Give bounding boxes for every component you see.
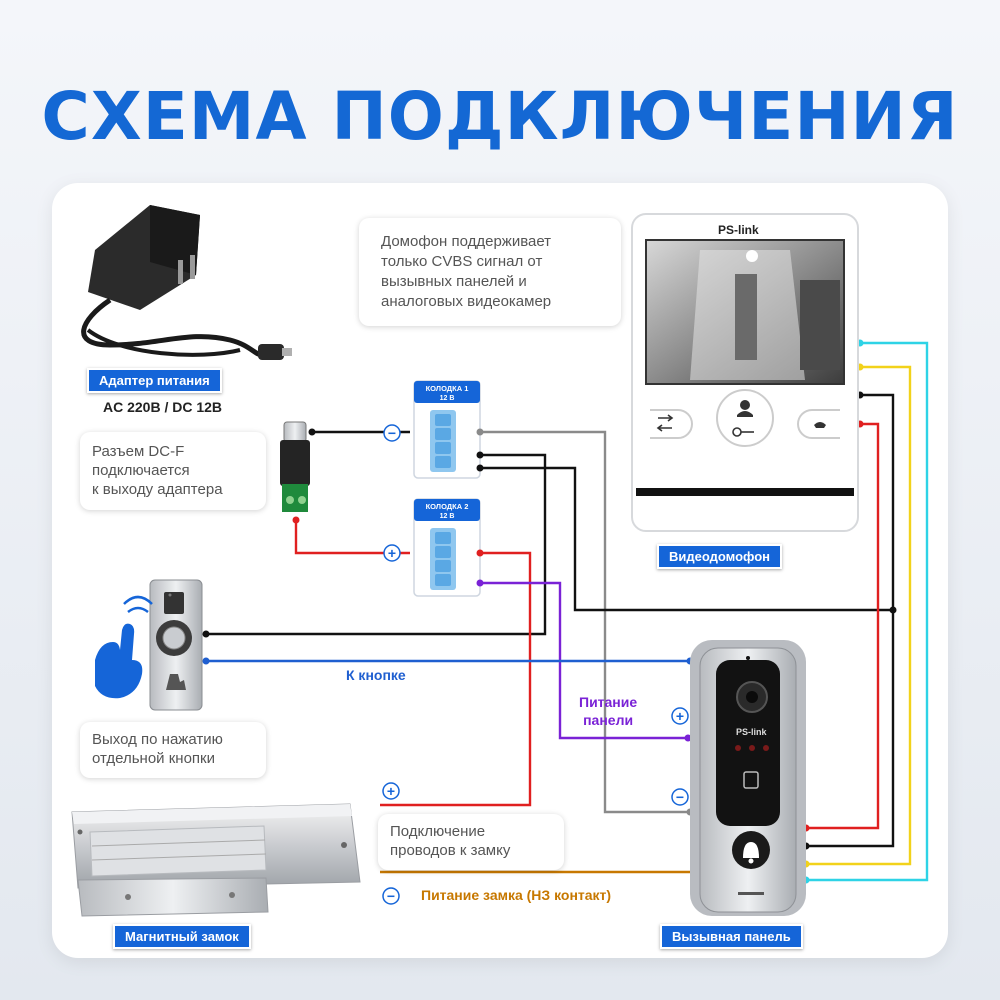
minus-marker-lock xyxy=(382,887,400,905)
cvbs-note: Домофон поддерживает только CVBS сигнал … xyxy=(359,218,621,326)
rfid-icon xyxy=(743,771,759,789)
panel-label: Вызывная панель xyxy=(660,924,803,949)
to-button-label: К кнопке xyxy=(346,667,406,683)
plus-symbol: + xyxy=(388,545,396,561)
exit-button-note: Выход по нажатию отдельной кнопки xyxy=(80,722,266,778)
plus-marker-lock xyxy=(382,782,400,800)
dc-f-note: Разъем DC-F подключается к выходу адапте… xyxy=(80,432,266,510)
wire-monitor-yellow xyxy=(806,365,912,866)
dc-f-note-line-2: подключается xyxy=(92,462,190,479)
minus-marker-terminal-1 xyxy=(383,424,401,442)
swap-icon xyxy=(656,414,674,432)
lock-power-label: Питание замка (НЗ контакт) xyxy=(421,887,612,903)
panel-power-line-1: Питание xyxy=(579,694,638,710)
dc-f-note-line-3: к выходу адаптера xyxy=(92,481,223,498)
plus-marker-panel xyxy=(671,707,689,725)
terminal-1-title: КОЛОДКА 1 xyxy=(426,384,469,393)
cvbs-note-line-3: вызывных панелей и xyxy=(381,273,527,290)
monitor-brand-logo: PS-link xyxy=(718,223,759,237)
plus-symbol: + xyxy=(676,708,684,724)
plus-symbol: + xyxy=(387,783,395,799)
terminal-block-1 xyxy=(413,380,481,479)
video-monitor-device xyxy=(631,213,859,532)
plus-marker-terminal-2 xyxy=(383,544,401,562)
panel-power-label: Питание панели xyxy=(579,693,637,729)
dc-f-note-line-1: Разъем DC-F xyxy=(92,443,185,460)
hand-press-icon xyxy=(95,595,153,699)
panel-brand-logo: PS-link xyxy=(736,727,768,737)
call-panel-device xyxy=(690,640,806,916)
user-icon xyxy=(740,400,750,410)
dc-f-connector-icon xyxy=(280,421,310,512)
wire-monitor-cyan xyxy=(806,341,929,882)
phone-icon xyxy=(814,422,826,428)
wire-lock-positive xyxy=(380,551,532,807)
exit-button-note-line-1: Выход по нажатию xyxy=(92,731,223,748)
minus-symbol: − xyxy=(387,888,395,904)
terminal-2-title: КОЛОДКА 2 xyxy=(426,502,469,511)
monitor-label: Видеодомофон xyxy=(657,544,783,569)
wire-button-common xyxy=(206,453,547,636)
terminal-1-voltage: 12 В xyxy=(440,395,455,402)
magnetic-lock-device xyxy=(71,803,361,917)
exit-button-note-line-2: отдельной кнопки xyxy=(92,750,215,767)
wire-monitor-black xyxy=(806,612,895,848)
wire-monitor-ground xyxy=(480,393,895,612)
lock-wires-note-line-2: проводов к замку xyxy=(390,842,511,859)
wire-adapter-positive xyxy=(294,520,410,555)
minus-symbol: − xyxy=(388,425,396,441)
power-adapter-icon xyxy=(81,205,292,360)
wiring xyxy=(206,341,929,882)
panel-power-line-2: панели xyxy=(583,712,634,728)
minus-symbol: − xyxy=(676,789,684,805)
terminal-2-voltage: 12 В xyxy=(440,513,455,520)
wire-monitor-red xyxy=(806,422,880,830)
terminal-block-2 xyxy=(413,498,481,597)
adapter-spec: AC 220B / DC 12B xyxy=(103,399,223,415)
polarity-markers: − + + − + − xyxy=(382,424,689,905)
wire-panel-negative xyxy=(480,430,690,814)
cvbs-note-line-1: Домофон поддерживает xyxy=(381,233,552,250)
cvbs-note-line-4: аналоговых видеокамер xyxy=(381,293,552,310)
adapter-label: Адаптер питания xyxy=(87,368,222,393)
minus-marker-panel xyxy=(671,788,689,806)
lock-wires-note-line-1: Подключение xyxy=(390,823,486,840)
page-title: СХЕМА ПОДКЛЮЧЕНИЯ xyxy=(41,78,959,155)
exit-button-device xyxy=(149,579,203,711)
cvbs-note-line-2: только CVBS сигнал от xyxy=(381,253,543,270)
bell-icon xyxy=(743,842,759,858)
lock-label: Магнитный замок xyxy=(113,924,251,949)
lock-wires-note: Подключение проводов к замку xyxy=(378,814,564,870)
